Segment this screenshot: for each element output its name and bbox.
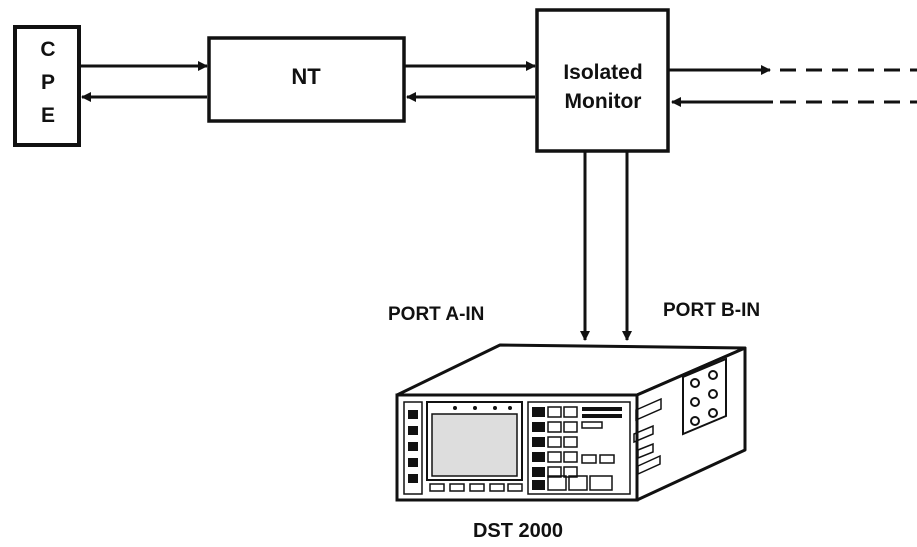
- device-label: DST 2000: [473, 520, 563, 542]
- dst2000-device: [395, 343, 747, 502]
- nt-box: NT: [207, 36, 406, 123]
- isolated-monitor-box: Isolated Monitor: [535, 8, 670, 153]
- cpe-letter-p: P: [41, 71, 55, 94]
- port-a-label: PORT A-IN: [388, 304, 484, 325]
- device-front-panel: [403, 401, 631, 495]
- cpe-box: C P E: [13, 25, 81, 147]
- cpe-letter-e: E: [41, 104, 55, 127]
- device-side-panel: [633, 357, 727, 476]
- nt-label: NT: [291, 64, 321, 89]
- port-b-label: PORT B-IN: [663, 300, 760, 321]
- monitor-label-line2: Monitor: [565, 90, 642, 113]
- monitor-label-line1: Isolated: [563, 61, 642, 84]
- cpe-letter-c: C: [40, 38, 55, 61]
